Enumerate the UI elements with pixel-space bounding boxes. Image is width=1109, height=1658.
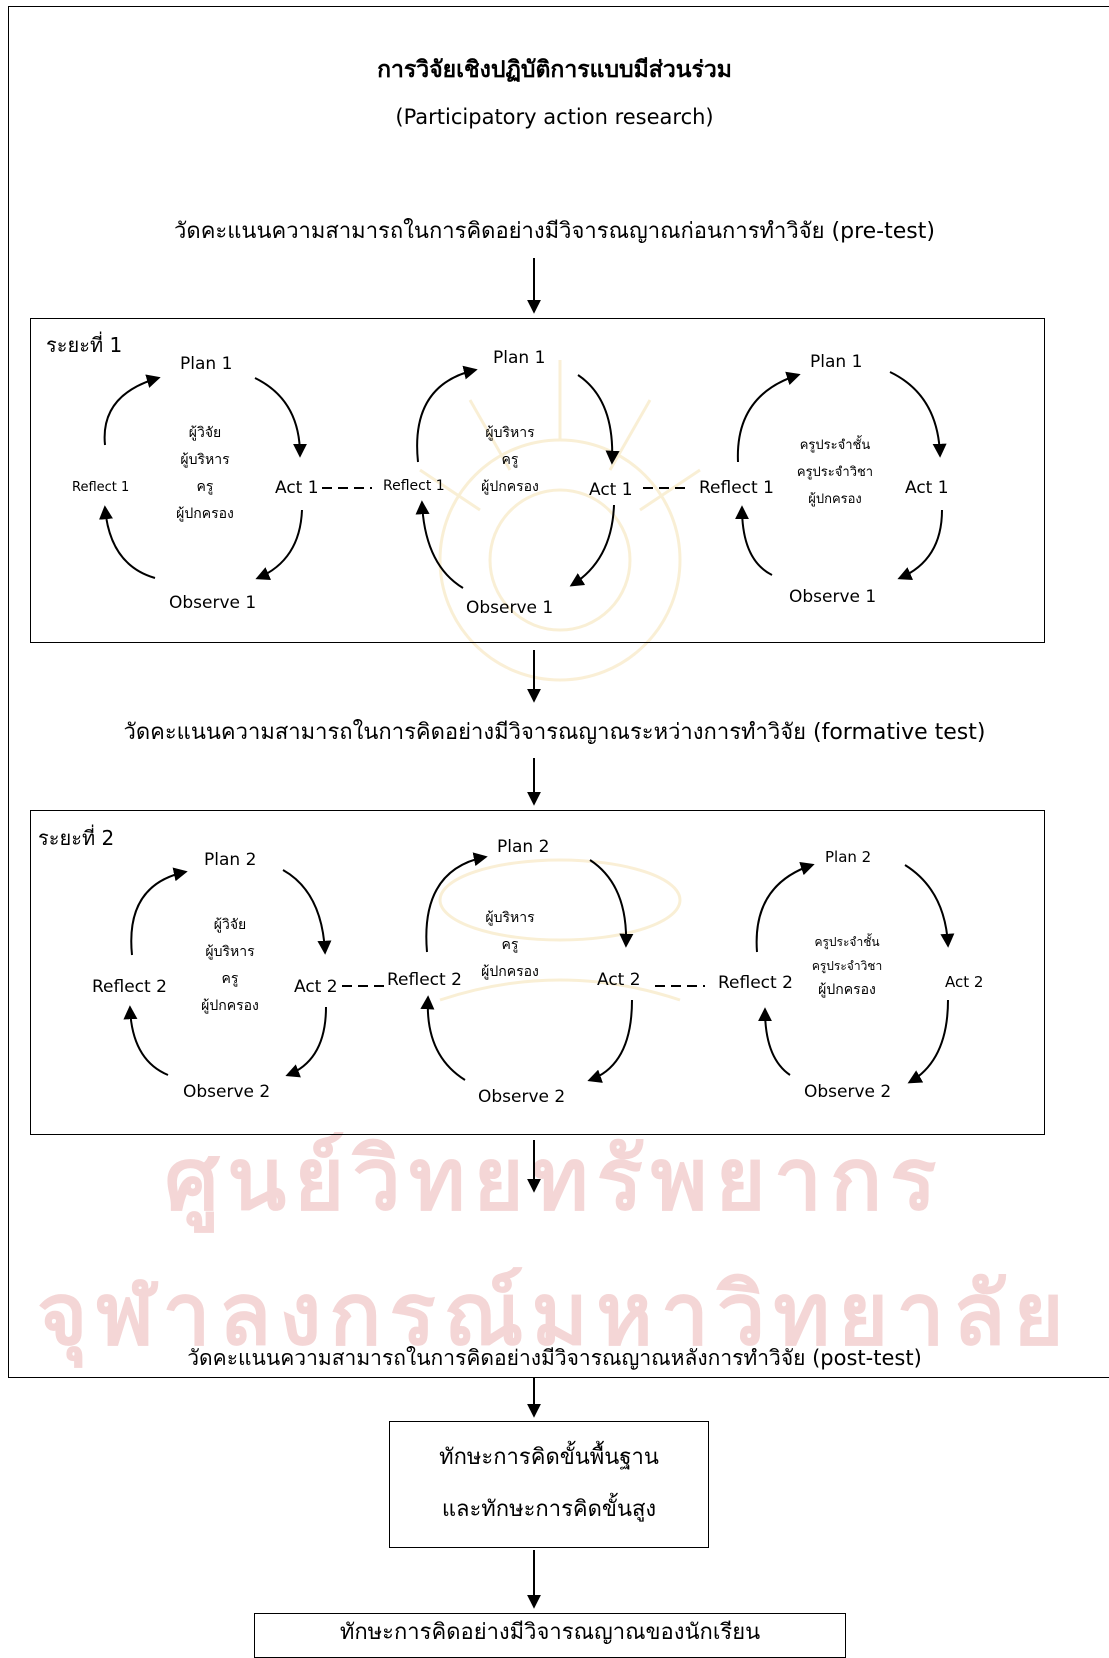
arc	[755, 861, 815, 953]
phase2-c1-observe: Observe 2	[183, 1082, 271, 1102]
participant: ครูประจำชั้น	[814, 935, 880, 949]
phase2-c3-participants: ครูประจำชั้น ครูประจำวิชา ผู้ปกครอง	[782, 930, 912, 1002]
phase2-c3-observe: Observe 2	[804, 1082, 892, 1102]
outer-frame	[8, 6, 1109, 1378]
participant: ผู้บริหาร	[205, 944, 255, 960]
phase1-c1-act: Act 1	[275, 478, 319, 498]
phase1-c2-reflect: Reflect 1	[383, 478, 445, 494]
phase1-c1-observe: Observe 1	[169, 593, 257, 613]
phase2-c3-reflect: Reflect 2	[718, 973, 793, 993]
arc	[904, 864, 955, 948]
phase1-c3-participants: ครูประจำชั้น ครูประจำวิชา ผู้ปกครอง	[770, 432, 900, 513]
phase2-c2-act: Act 2	[597, 970, 641, 990]
phase2-c1-reflect: Reflect 2	[92, 977, 167, 997]
participant: ผู้วิจัย	[188, 425, 222, 441]
arc	[907, 999, 949, 1084]
participant: ผู้บริหาร	[180, 452, 230, 468]
outcome-line-2: และทักษะการคิดขั้นสูง	[441, 1497, 657, 1522]
phase1-c3-plan: Plan 1	[810, 352, 863, 372]
participant: ครู	[196, 479, 214, 495]
phase-1-label: ระยะที่ 1	[46, 333, 123, 357]
phase2-c3-plan: Plan 2	[825, 848, 872, 866]
participant: ผู้บริหาร	[485, 910, 535, 926]
participant: ครู	[501, 452, 519, 468]
phase-2-box	[30, 810, 1045, 1135]
formative-test-label: วัดคะแนนความสามารถในการคิดอย่างมีวิจารณญ…	[123, 720, 986, 745]
phase1-c3-reflect: Reflect 1	[699, 478, 774, 498]
participant: ผู้ปกครอง	[201, 998, 259, 1014]
phase-2-label: ระยะที่ 2	[38, 826, 115, 850]
arc	[254, 377, 307, 458]
arc	[99, 505, 156, 579]
page-title: การวิจัยเชิงปฏิบัติการแบบมีส่วนร่วม	[377, 57, 732, 83]
phase1-c1-participants: ผู้วิจัย ผู้บริหาร ครู ผู้ปกครอง	[150, 420, 260, 528]
arc	[589, 859, 634, 948]
phase1-c2-observe: Observe 1	[466, 598, 554, 618]
outcome-line-1: ทักษะการคิดขั้นพื้นฐาน	[439, 1445, 659, 1470]
arc	[425, 852, 488, 953]
arc	[420, 995, 466, 1081]
arc	[285, 1006, 327, 1078]
participant: ผู้ปกครอง	[176, 506, 234, 522]
arc	[123, 1005, 169, 1076]
participant: ผู้ปกครอง	[808, 492, 862, 507]
phase1-c2-participants: ผู้บริหาร ครู ผู้ปกครอง	[455, 420, 565, 501]
pre-test-label: วัดคะแนนความสามารถในการคิดอย่างมีวิจารณญ…	[174, 219, 935, 244]
phase2-c1-plan: Plan 2	[204, 850, 257, 870]
phase2-c2-observe: Observe 2	[478, 1087, 566, 1107]
arc	[282, 869, 332, 955]
final-box-text: ทักษะการคิดอย่างมีวิจารณญาณของนักเรียน	[339, 1620, 761, 1645]
arc	[735, 505, 773, 576]
participant: ครูประจำวิชา	[796, 465, 874, 480]
arc	[577, 374, 620, 465]
participant: ผู้วิจัย	[213, 917, 247, 933]
participant: ครู	[501, 937, 519, 953]
phase1-c3-act: Act 1	[905, 478, 949, 498]
phase1-c3-observe: Observe 1	[789, 587, 877, 607]
participant: ผู้ปกครอง	[481, 479, 539, 495]
arc	[255, 509, 303, 581]
arc	[103, 374, 161, 446]
participant: ผู้ปกครอง	[818, 982, 876, 998]
phase2-c2-reflect: Reflect 2	[387, 970, 462, 990]
phase2-c2-participants: ผู้บริหาร ครู ผู้ปกครอง	[455, 905, 565, 986]
phase1-c1-plan: Plan 1	[180, 354, 233, 374]
phase1-c1-reflect-text: Reflect 1	[72, 480, 130, 495]
phase1-c2-plan: Plan 1	[493, 348, 546, 368]
arc	[889, 371, 947, 458]
arc	[416, 365, 478, 463]
post-test-label: วัดคะแนนความสามารถในการคิดอย่างมีวิจารณญ…	[187, 1346, 922, 1370]
phase2-c2-plan: Plan 2	[497, 837, 550, 857]
phase2-c1-participants: ผู้วิจัย ผู้บริหาร ครู ผู้ปกครอง	[175, 912, 285, 1020]
participant: ครูประจำชั้น	[799, 438, 871, 453]
page-subtitle: (Participatory action research)	[395, 105, 714, 129]
arc	[897, 509, 943, 581]
arc	[415, 500, 464, 589]
arc	[587, 999, 633, 1083]
participant: ผู้บริหาร	[485, 425, 535, 441]
participant: ผู้ปกครอง	[481, 964, 539, 980]
phase2-c1-act: Act 2	[294, 977, 338, 997]
phase2-c3-act: Act 2	[945, 973, 984, 991]
phase1-c2-act: Act 1	[589, 480, 633, 500]
participant: ครู	[221, 971, 239, 987]
basic-advanced-skills-box: ทักษะการคิดขั้นพื้นฐาน และทักษะการคิดขั้…	[389, 1421, 709, 1548]
participant: ครูประจำวิชา	[811, 959, 883, 973]
arc	[736, 371, 801, 463]
arc	[758, 1007, 791, 1076]
phase-1-box	[30, 318, 1045, 643]
phase1-c1-reflect: Reflect 1	[72, 480, 129, 495]
arc	[569, 504, 615, 587]
arc	[130, 867, 188, 956]
